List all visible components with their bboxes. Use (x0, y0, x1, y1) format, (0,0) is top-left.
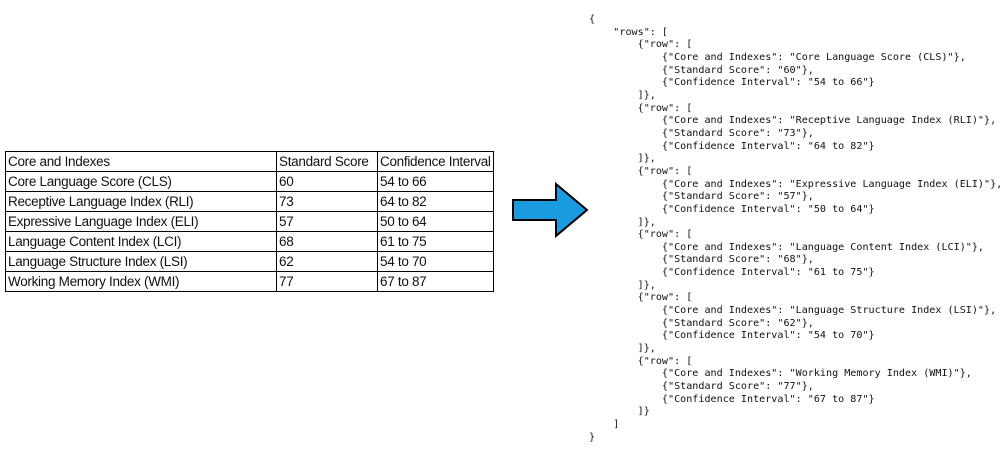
score-table: Core and Indexes Standard Score Confiden… (5, 151, 494, 292)
table-cell: Receptive Language Index (RLI) (5, 191, 277, 212)
table-cell: Core Language Score (CLS) (5, 171, 277, 192)
table-row: Language Content Index (LCI) 68 61 to 75 (5, 231, 494, 252)
table-cell: 68 (276, 231, 378, 252)
table-cell: 62 (276, 251, 378, 272)
table-row: Receptive Language Index (RLI) 73 64 to … (5, 191, 494, 212)
table-cell: 61 to 75 (377, 231, 494, 252)
table-cell: Expressive Language Index (ELI) (5, 211, 277, 232)
table-header-row: Core and Indexes Standard Score Confiden… (5, 151, 494, 172)
table-cell: Language Structure Index (LSI) (5, 251, 277, 272)
table-row: Language Structure Index (LSI) 62 54 to … (5, 251, 494, 272)
table-cell: 54 to 70 (377, 251, 494, 272)
table-cell: Working Memory Index (WMI) (5, 271, 277, 292)
table-cell: 67 to 87 (377, 271, 494, 292)
header-cell: Standard Score (276, 151, 378, 172)
table-cell: 77 (276, 271, 378, 292)
table-cell: 57 (276, 211, 378, 232)
arrow-shape (512, 181, 589, 239)
header-cell: Confidence Interval (377, 151, 494, 172)
table-cell: 54 to 66 (377, 171, 494, 192)
table-cell: 64 to 82 (377, 191, 494, 212)
table-cell: 60 (276, 171, 378, 192)
json-code-listing: { "rows": [ {"row": [ {"Core and Indexes… (589, 14, 1000, 443)
table-row: Working Memory Index (WMI) 77 67 to 87 (5, 271, 494, 292)
table-cell: Language Content Index (LCI) (5, 231, 277, 252)
table-cell: 73 (276, 191, 378, 212)
header-cell: Core and Indexes (5, 151, 277, 172)
table-row: Core Language Score (CLS) 60 54 to 66 (5, 171, 494, 192)
arrow-right-icon (512, 181, 589, 239)
table-cell: 50 to 64 (377, 211, 494, 232)
table-row: Expressive Language Index (ELI) 57 50 to… (5, 211, 494, 232)
